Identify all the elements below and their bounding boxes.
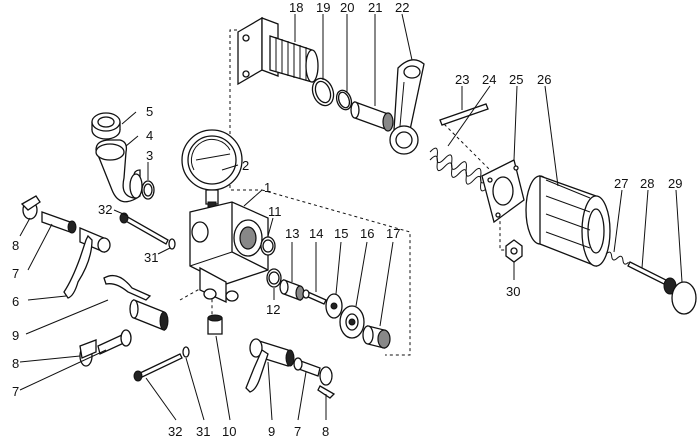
callout-9-bottom: 9 [268, 424, 275, 439]
part-18-flange-sleeve [237, 16, 319, 86]
part-23-pin [439, 103, 489, 126]
part-24-spring [429, 147, 489, 192]
callout-6: 6 [12, 294, 19, 309]
callout-5: 5 [146, 104, 153, 119]
callout-12: 12 [266, 302, 280, 317]
callout-10: 10 [222, 424, 236, 439]
callout-27: 27 [614, 176, 628, 191]
callout-3: 3 [146, 148, 153, 163]
callout-21: 21 [368, 0, 382, 15]
part-6-ball-valve-upper [63, 227, 111, 299]
callout-29: 29 [668, 176, 682, 191]
callout-7-bottom: 7 [294, 424, 301, 439]
callout-32-mid: 32 [98, 202, 112, 217]
part-9-ball-valve-left [103, 274, 169, 331]
callout-23: 23 [455, 72, 469, 87]
callout-20: 20 [340, 0, 354, 15]
callout-8-left-upper: 8 [12, 238, 19, 253]
part-22-connecting-rod [389, 59, 425, 155]
leader-lines [19, 13, 683, 421]
callout-28: 28 [640, 176, 654, 191]
callout-18: 18 [289, 0, 303, 15]
callout-26: 26 [537, 72, 551, 87]
callout-31-mid: 31 [144, 250, 158, 265]
callout-7-left-lower: 7 [12, 384, 19, 399]
part-1-valve-body [189, 201, 269, 304]
part-32-long-bolt-lower [133, 353, 183, 382]
part-9-ball-valve-bottom [245, 338, 295, 393]
part-21-piston-sleeve [350, 101, 394, 132]
part-8-hose-clamp-bottom [317, 366, 336, 399]
part-27-small-spring [605, 251, 629, 265]
callout-16: 16 [360, 226, 374, 241]
part-25-gasket-plate [481, 159, 525, 224]
callout-9-left: 9 [12, 328, 19, 343]
part-19-o-ring [311, 77, 335, 107]
part-11-o-ring [260, 236, 276, 256]
callout-17: 17 [386, 226, 400, 241]
callout-7-left-upper: 7 [12, 266, 19, 281]
part-2-pressure-gauge [181, 129, 243, 209]
callout-1: 1 [264, 180, 271, 195]
part-16-valve-seat [339, 305, 365, 339]
callout-13: 13 [285, 226, 299, 241]
part-7-hose-nipple-bottom [293, 357, 321, 377]
part-20-o-ring [335, 89, 353, 111]
part-14-pin [302, 289, 327, 305]
part-29-cap-disc [671, 281, 697, 315]
callout-24: 24 [482, 72, 496, 87]
part-17-cup [362, 325, 391, 349]
part-26-finned-cylinder [525, 175, 611, 267]
callout-19: 19 [316, 0, 330, 15]
part-7-hose-nipple-upper [41, 211, 77, 234]
part-4-elbow-fitting [95, 139, 143, 203]
callout-22: 22 [395, 0, 409, 15]
callout-25: 25 [509, 72, 523, 87]
part-5-hex-nut [91, 112, 121, 140]
part-28-bolt [627, 261, 677, 295]
part-31-washer-lower [182, 346, 190, 358]
part-7-hose-nipple-lower [97, 329, 132, 355]
callout-31-bottom: 31 [196, 424, 210, 439]
part-10-plug [207, 314, 223, 335]
callout-11: 11 [268, 204, 282, 219]
part-8-hose-clamp-lower [79, 339, 97, 367]
callout-15: 15 [334, 226, 348, 241]
callout-8-left-lower: 8 [12, 356, 19, 371]
part-12-o-ring [266, 268, 282, 288]
part-32-long-bolt-upper [119, 212, 169, 245]
callout-2: 2 [242, 158, 249, 173]
part-15-disc [325, 293, 343, 319]
callout-14: 14 [309, 226, 323, 241]
part-13-bushing [279, 279, 305, 301]
callout-32-bottom: 32 [168, 424, 182, 439]
callout-8-bottom: 8 [322, 424, 329, 439]
part-3-o-ring [141, 180, 155, 200]
part-31-washer-upper [168, 238, 176, 250]
part-8-hose-clamp-upper [20, 195, 41, 220]
part-30-nut [505, 239, 523, 263]
callout-4: 4 [146, 128, 153, 143]
callout-30: 30 [506, 284, 520, 299]
callout-numbers: 18 19 20 21 22 23 24 25 26 27 28 29 30 5… [12, 0, 682, 439]
